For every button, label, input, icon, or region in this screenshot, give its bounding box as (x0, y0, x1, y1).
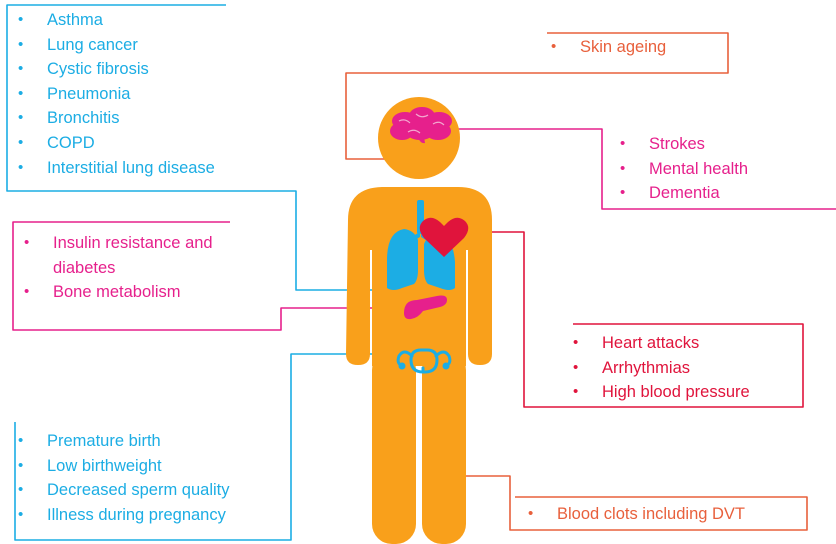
list-item: Bone metabolism (21, 280, 253, 305)
list-item: COPD (15, 131, 215, 156)
human-figure (346, 97, 492, 544)
leg-conditions-list: Blood clots including DVT (525, 502, 745, 527)
list-item: Illness during pregnancy (15, 503, 230, 528)
left-leg-shape (372, 350, 416, 544)
pancreas-conditions-list: Insulin resistance and diabetes Bone met… (21, 231, 253, 305)
list-item: Dementia (617, 181, 748, 206)
list-item: Mental health (617, 157, 748, 182)
skin-conditions-list: Skin ageing (548, 35, 666, 60)
list-item: Asthma (15, 8, 215, 33)
list-item: Bronchitis (15, 106, 215, 131)
list-item: Low birthweight (15, 454, 230, 479)
list-item: Premature birth (15, 429, 230, 454)
list-item: Skin ageing (548, 35, 666, 60)
brain-conditions-list: Strokes Mental health Dementia (617, 132, 748, 206)
list-item: Interstitial lung disease (15, 156, 215, 181)
list-item: Arrhythmias (570, 356, 750, 381)
heart-conditions-list: Heart attacks Arrhythmias High blood pre… (570, 331, 750, 405)
list-item: Strokes (617, 132, 748, 157)
list-item: Lung cancer (15, 33, 215, 58)
list-item: High blood pressure (570, 380, 750, 405)
right-leg-shape (422, 350, 466, 544)
list-item: Cystic fibrosis (15, 57, 215, 82)
ovary-right-icon (443, 363, 450, 370)
list-item: Insulin resistance and diabetes (21, 231, 253, 280)
lungs-conditions-list: Asthma Lung cancer Cystic fibrosis Pneum… (15, 8, 215, 180)
list-item: Heart attacks (570, 331, 750, 356)
list-item: Pneumonia (15, 82, 215, 107)
list-item: Blood clots including DVT (525, 502, 745, 527)
ovary-left-icon (399, 363, 406, 370)
reproductive-conditions-list: Premature birth Low birthweight Decrease… (15, 429, 230, 527)
list-item: Decreased sperm quality (15, 478, 230, 503)
